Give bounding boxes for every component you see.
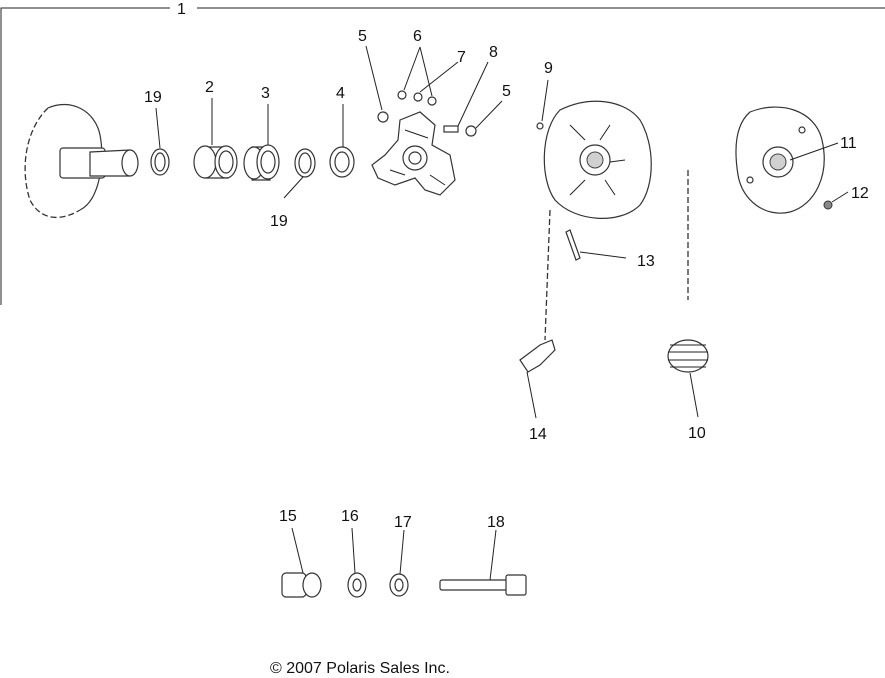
sheave-disc: [24, 103, 139, 219]
spider-assembly: [371, 111, 456, 196]
washer-17: [389, 573, 409, 597]
spring-10: [667, 339, 709, 373]
ring-19-right: [294, 148, 316, 178]
center-sheave: [536, 100, 652, 219]
callout-10: 10: [688, 425, 706, 442]
callout-16: 16: [341, 508, 359, 525]
callout-13: 13: [637, 253, 655, 270]
callout-4: 4: [336, 85, 345, 102]
nut-5-right: [465, 125, 477, 137]
callout-11: 11: [840, 135, 857, 152]
nut-5-left: [377, 111, 389, 123]
bolt-18: [439, 574, 527, 596]
callout-3: 3: [261, 85, 270, 102]
callout-14: 14: [529, 426, 547, 443]
callout-18: 18: [487, 514, 505, 531]
callout-15: 15: [279, 508, 297, 525]
bushing-3: [243, 144, 280, 181]
copyright-notice: © 2007 Polaris Sales Inc.: [270, 660, 450, 677]
callout-9: 9: [544, 60, 553, 77]
cover-11: [735, 106, 825, 214]
callout-5-left: 5: [358, 28, 367, 45]
leader-dash-14: [544, 209, 551, 341]
callout-19-top: 19: [144, 89, 162, 106]
callout-6: 6: [413, 28, 422, 45]
bushing-2: [193, 145, 238, 179]
callout-7: 7: [457, 49, 466, 66]
washer-4: [329, 146, 355, 178]
callout-labels: 1 19 2 3 4 19 5 6 7 8 5 9 11 12 13 14 10…: [144, 1, 869, 531]
callout-5-right: 5: [502, 83, 511, 100]
spacer-15: [281, 572, 322, 598]
callout-17: 17: [394, 514, 412, 531]
screw-12: [823, 200, 833, 210]
pin-8: [443, 125, 459, 133]
callout-12: 12: [851, 185, 869, 202]
pin-13: [565, 229, 581, 261]
callout-2: 2: [205, 79, 214, 96]
ring-19-left: [150, 148, 170, 176]
callout-19-bottom: 19: [270, 213, 288, 230]
washer-16: [347, 572, 367, 598]
assembly-bracket: [0, 7, 885, 305]
callout-8: 8: [489, 44, 498, 61]
leader-lines: [155, 45, 849, 581]
callout-1: 1: [177, 1, 186, 18]
bracket-14: [519, 339, 556, 373]
washers-6: [397, 90, 437, 106]
